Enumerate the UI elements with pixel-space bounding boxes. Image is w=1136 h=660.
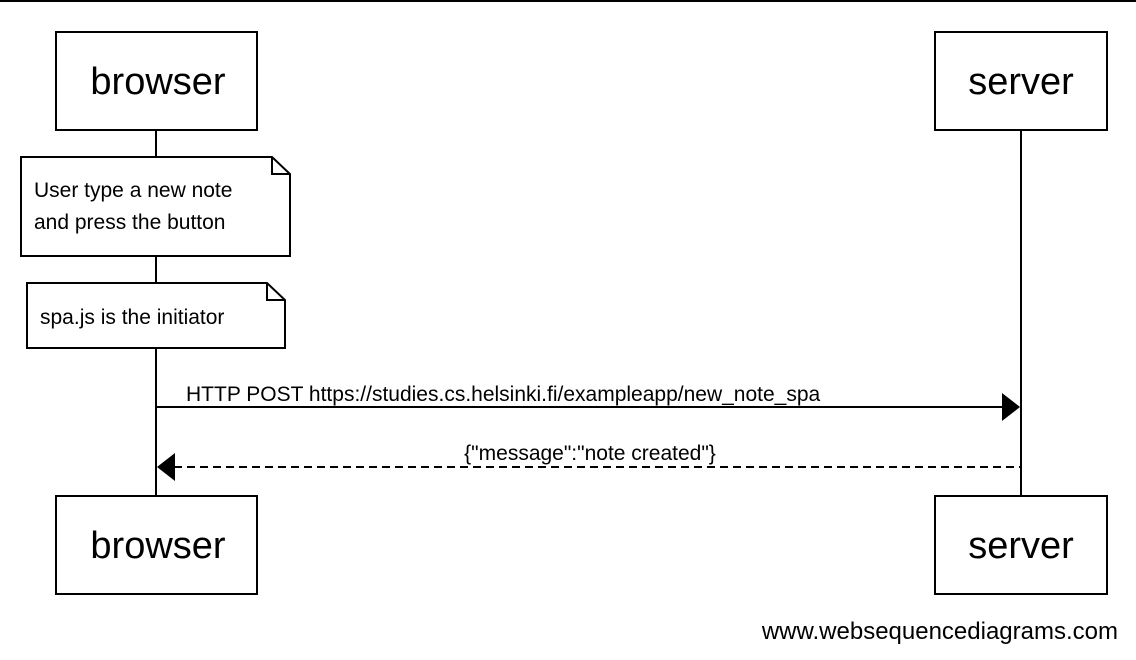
- note-initiator-text: spa.js is the initiator: [40, 306, 224, 329]
- participant-browser-top: browser: [55, 31, 258, 131]
- participant-browser-bottom-label: browser: [90, 525, 225, 567]
- note-user-action-line1: User type a new note: [34, 179, 232, 202]
- participant-server-bottom-label: server: [968, 525, 1074, 567]
- participant-browser-bottom: browser: [55, 495, 258, 595]
- response-arrowhead: [157, 453, 175, 481]
- participant-server-top: server: [934, 31, 1108, 131]
- participant-server-top-label: server: [968, 61, 1074, 103]
- message-http-post: HTTP POST https://studies.cs.helsinki.fi…: [156, 383, 1020, 421]
- request-label: HTTP POST https://studies.cs.helsinki.fi…: [186, 383, 821, 406]
- participant-server-bottom: server: [934, 495, 1108, 595]
- watermark-text: www.websequencediagrams.com: [761, 618, 1118, 645]
- note-user-action-line2: and press the button: [34, 211, 225, 234]
- note-initiator: spa.js is the initiator: [26, 282, 286, 349]
- message-response: {"message":"note created"}: [157, 442, 1021, 481]
- request-arrowhead: [1002, 393, 1020, 421]
- response-label: {"message":"note created"}: [464, 442, 716, 465]
- top-border-rule: [0, 0, 1136, 2]
- participant-browser-top-label: browser: [90, 61, 225, 103]
- note-user-action: User type a new note and press the butto…: [20, 156, 291, 257]
